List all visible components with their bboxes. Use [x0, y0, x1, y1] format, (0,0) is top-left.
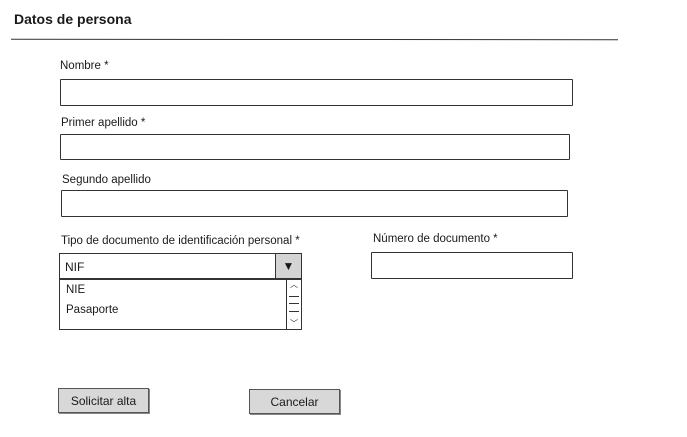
scrollbar-thumb[interactable]	[289, 296, 299, 312]
tipo-documento-label: Tipo de documento de identificación pers…	[61, 235, 300, 247]
nombre-field[interactable]	[60, 79, 573, 106]
dropdown-scrollbar[interactable]: ︿ ﹀	[286, 280, 301, 329]
chevron-up-icon[interactable]: ︿	[290, 280, 298, 289]
primer-apellido-field[interactable]	[60, 134, 570, 160]
scrollbar-thumb-grip	[289, 303, 299, 304]
nombre-label: Nombre *	[60, 60, 109, 72]
segundo-apellido-label: Segundo apellido	[62, 174, 151, 186]
chevron-down-icon[interactable]: ﹀	[290, 319, 298, 328]
numero-documento-field[interactable]	[371, 252, 573, 279]
dropdown-option-nie[interactable]: NIE	[66, 284, 86, 296]
numero-documento-label: Número de documento *	[373, 233, 498, 245]
tipo-documento-select[interactable]: NIF ▼	[59, 253, 302, 279]
tipo-documento-selected-value: NIF	[65, 260, 85, 274]
page-title: Datos de persona	[14, 11, 132, 27]
cancel-button[interactable]: Cancelar	[249, 389, 340, 414]
primer-apellido-label: Primer apellido *	[61, 117, 146, 129]
segundo-apellido-field[interactable]	[61, 190, 568, 217]
tipo-documento-dropdown-list: NIE Pasaporte ︿ ﹀	[59, 279, 302, 330]
triangle-down-icon[interactable]: ▼	[275, 254, 301, 278]
title-divider	[10, 38, 619, 41]
dropdown-option-pasaporte[interactable]: Pasaporte	[66, 304, 119, 316]
solicitar-alta-button[interactable]: Solicitar alta	[58, 388, 149, 413]
